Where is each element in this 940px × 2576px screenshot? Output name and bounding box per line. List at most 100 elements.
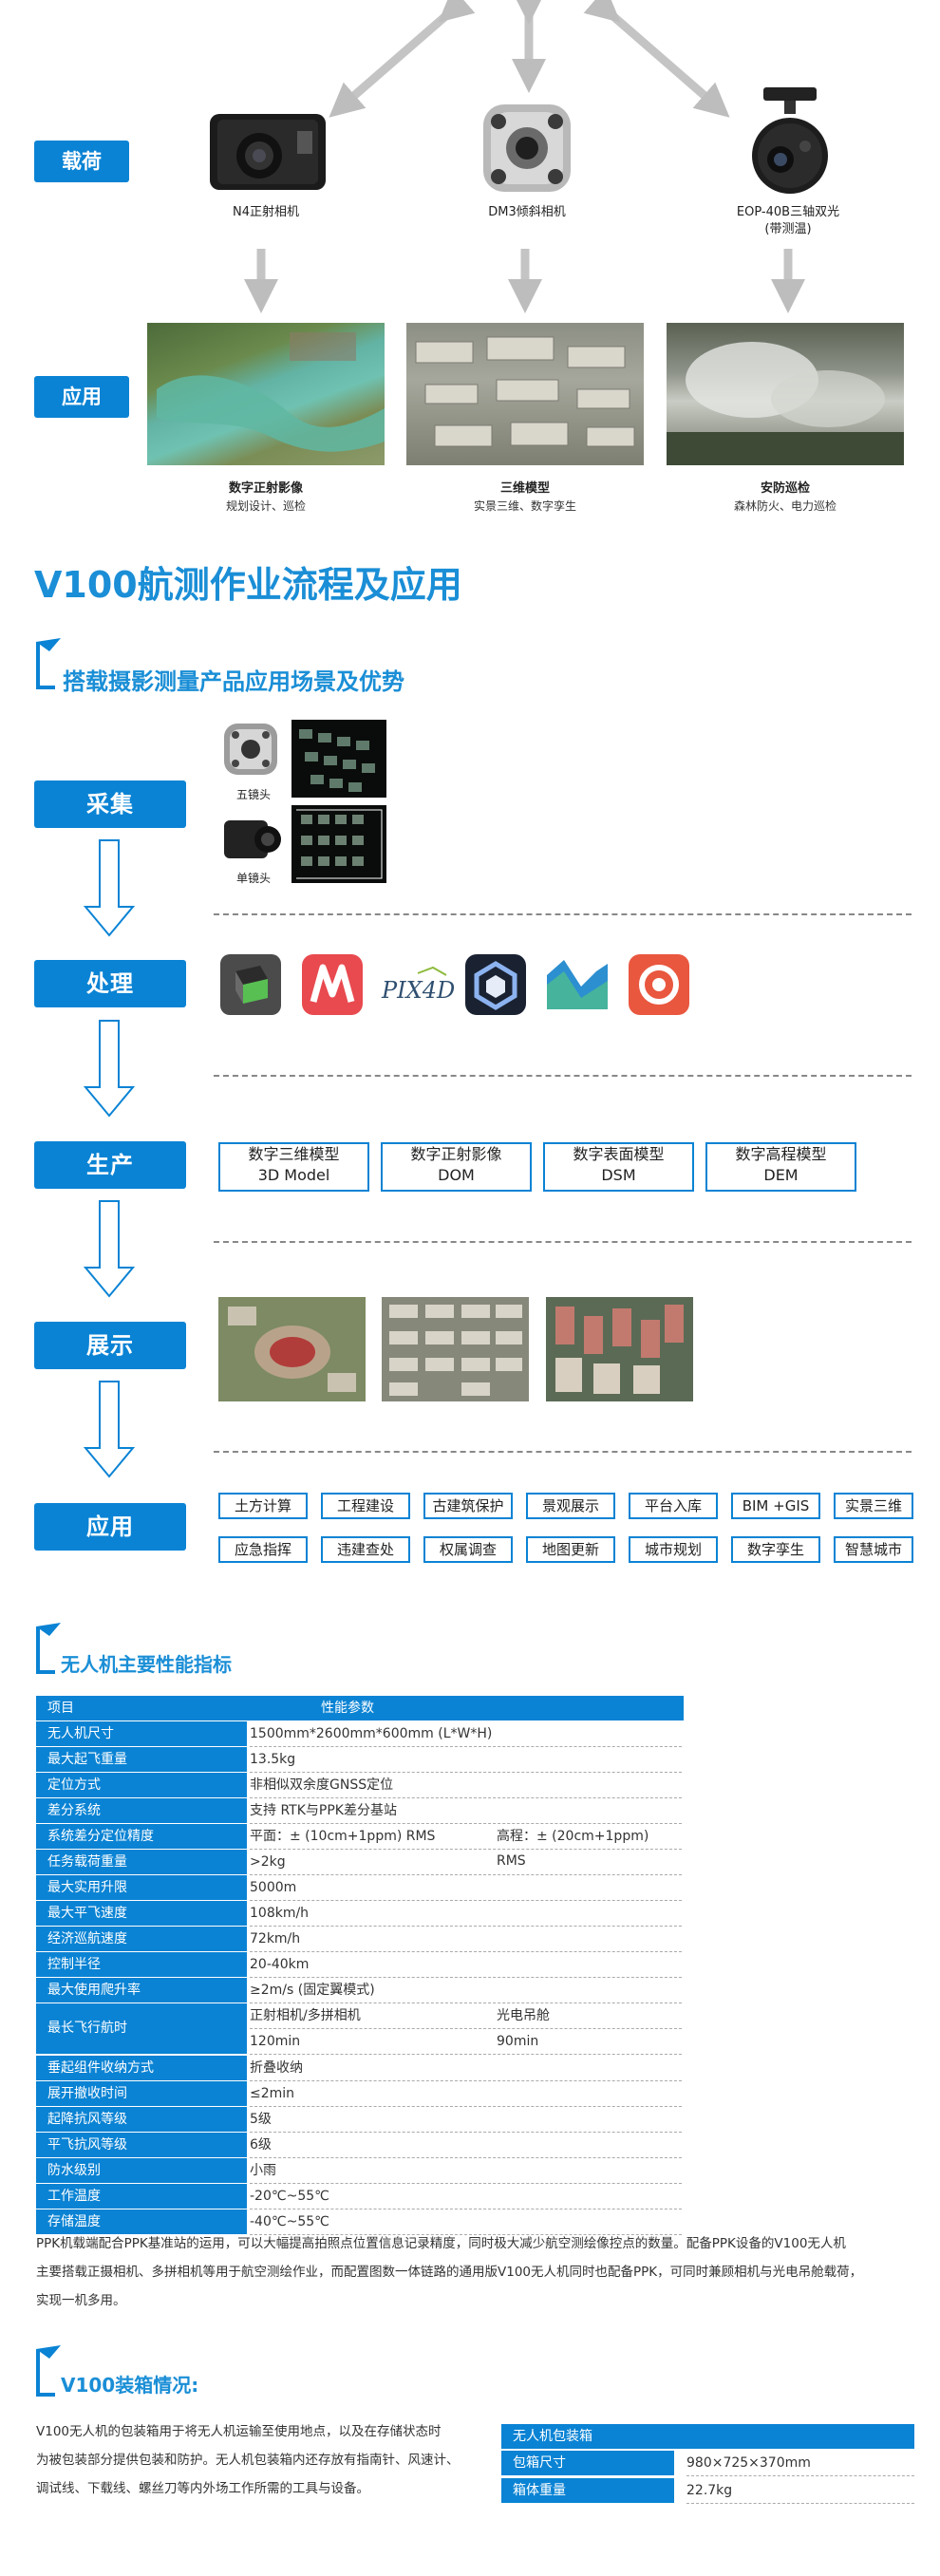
spec-value: -40℃~55℃ [250,2209,682,2235]
spec-row: 存储温度-40℃~55℃ [36,2209,684,2235]
spec-value-text: 1500mm*2600mm*600mm (L*W*H) [250,1726,493,1741]
app-tag-heritage: 古建筑保护 [423,1493,513,1519]
bentley-contextcapture-icon [220,954,281,1015]
spec-value: 5000m [250,1875,682,1901]
app-tag-real-3d: 实景三维 [834,1493,913,1519]
spec-row: 最大使用爬升率≥2m/s (固定翼模式) [36,1978,684,2003]
single-lens-camera-image [224,820,281,858]
section2-title: 无人机主要性能指标 [61,1653,232,1676]
spec-value: -20℃~55℃ [250,2184,682,2209]
payload-caption-3: EOP-40B三轴双光 (带测温) [736,205,840,236]
step-process: 处理 [34,960,186,1007]
app-tag-bim-gis: BIM +GIS [731,1493,820,1519]
packing-key: 箱体重量 [501,2478,674,2503]
metashape-icon [302,954,363,1015]
spec-value-text: 13.5kg [250,1752,296,1767]
section1-title: 搭载摄影测量产品应用场景及优势 [63,668,404,695]
spec-value: 小雨 [250,2158,682,2184]
spec-value: >2kg [250,1850,682,1875]
app-tag-urban-plan: 城市规划 [629,1536,718,1563]
spec-row: 任务载荷重量>2kg [36,1850,684,1875]
step-produce: 生产 [34,1141,186,1189]
spec-row: 工作温度-20℃~55℃ [36,2184,684,2209]
step-display: 展示 [34,1322,186,1369]
five-lens-camera-image [224,724,277,775]
spec-value: 1500mm*2600mm*600mm (L*W*H) [250,1721,682,1747]
spec-value-text: 6级 [250,2137,272,2153]
app-caption-1: 数字正射影像规划设计、巡检 [225,481,306,513]
pix4d-text: PIX4D [382,977,456,1004]
packing-table-title: 无人机包装箱 [501,2424,914,2449]
payload-caption-1: N4正射相机 [233,205,299,219]
spec-key: 平飞抗风等级 [36,2133,247,2157]
spec-key: 差分系统 [36,1798,247,1823]
app-tag-earthwork: 土方计算 [218,1493,308,1519]
divider-3 [214,1241,912,1243]
packing-value: 980×725×370mm [686,2451,914,2476]
packing-row-weight: 箱体重量 22.7kg [501,2478,914,2504]
spec-value-text-2: 高程：± (20cm+1ppm) RMS [497,1829,649,1869]
spec-key: 垂起组件收纳方式 [36,2056,247,2080]
app-caption-3: 安防巡检森林防火、电力巡检 [733,481,837,513]
divider-4 [214,1451,912,1453]
endurance-values: 120min 90min [250,2029,682,2055]
app-tag-ownership: 权属调查 [423,1536,513,1563]
app-tag-smart-city: 智慧城市 [834,1536,913,1563]
spec-value-text: ≤2min [250,2086,295,2101]
spec-key: 任务载荷重量 [36,1850,247,1874]
section-flag-icon [36,2345,61,2397]
spec-key: 展开撤收时间 [36,2081,247,2106]
endurance-camera-label: 正射相机/多拼相机 [250,2008,361,2023]
spec-key: 最大起飞重量 [36,1747,247,1772]
spec-row: 防水级别小雨 [36,2158,684,2184]
display-image-3 [546,1297,693,1401]
spec-value-text: 非相似双余度GNSS定位 [250,1777,394,1793]
flow-arrows [83,839,136,1478]
section-flag-icon [36,1623,61,1674]
security-patrol-image [667,323,904,465]
ppk-line-2: 主要搭载正摄相机、多拼相机等用于航空测绘作业，而配置图数一体链路的通用版V100… [36,2265,863,2280]
eop-gimbal-image [752,87,828,194]
app-tag-digital-twin: 数字孪生 [731,1536,820,1563]
divider-2 [214,1075,912,1077]
spec-header-value: 性能参数 [321,1701,374,1716]
spec-value: 非相似双余度GNSS定位 [250,1773,682,1798]
ppk-paragraph: PPK机载端配合PPK基准站的运用，可以大幅提高拍照点位置信息记录精度，同时极大… [36,2229,914,2315]
step-collect: 采集 [34,780,186,828]
app-tag-platform: 平台入库 [629,1493,718,1519]
display-image-1 [218,1297,366,1401]
pix4d-logo-icon: PIX4D [380,964,456,1007]
orthophoto-image [147,323,385,465]
payload-label: 载荷 [34,141,129,182]
spec-table-header: 项目 性能参数 [36,1696,684,1720]
spec-key: 最长飞行航时 [36,2003,247,2054]
spec-row: 定位方式非相似双余度GNSS定位 [36,1773,684,1798]
spec-row: 差分系统支持 RTK与PPK差分基站 [36,1798,684,1824]
mapping-software-icon [629,954,689,1015]
packing-line-3: 调试线、下载线、螺丝刀等内外场工作所需的工具与设备。 [36,2481,369,2496]
spec-value: ≤2min [250,2081,682,2107]
oblique-photo-preview [291,720,386,798]
app-tag-map-update: 地图更新 [526,1536,615,1563]
packing-line-2: 为被包装部分提供包装和防护。无人机包装箱内还存放有指南针、风速计、 [36,2453,460,2468]
packing-key: 包箱尺寸 [501,2451,674,2475]
endurance-pod-value: 90min [497,2034,539,2049]
ppk-line-1: PPK机载端配合PPK基准站的运用，可以大幅提高拍照点位置信息记录精度，同时极大… [36,2236,846,2251]
spec-key: 系统差分定位精度 [36,1824,247,1849]
spec-row-endurance: 最长飞行航时 正射相机/多拼相机 光电吊舱 120min 90min [36,2003,684,2055]
app-tag-illegal-build: 违建查处 [321,1536,410,1563]
packing-table: 无人机包装箱 包箱尺寸 980×725×370mm 箱体重量 22.7kg [501,2424,914,2504]
spec-header-item: 项目 [47,1701,74,1716]
packing-line-1: V100无人机的包装箱用于将无人机运输至使用地点，以及在存储状态时 [36,2424,442,2439]
spec-value: 5级 [250,2107,682,2133]
dm3-camera-image [483,104,571,192]
spec-value: 108km/h [250,1901,682,1927]
display-image-2 [382,1297,529,1401]
spec-value-text: 平面：± (10cm+1ppm) RMS [250,1829,436,1844]
